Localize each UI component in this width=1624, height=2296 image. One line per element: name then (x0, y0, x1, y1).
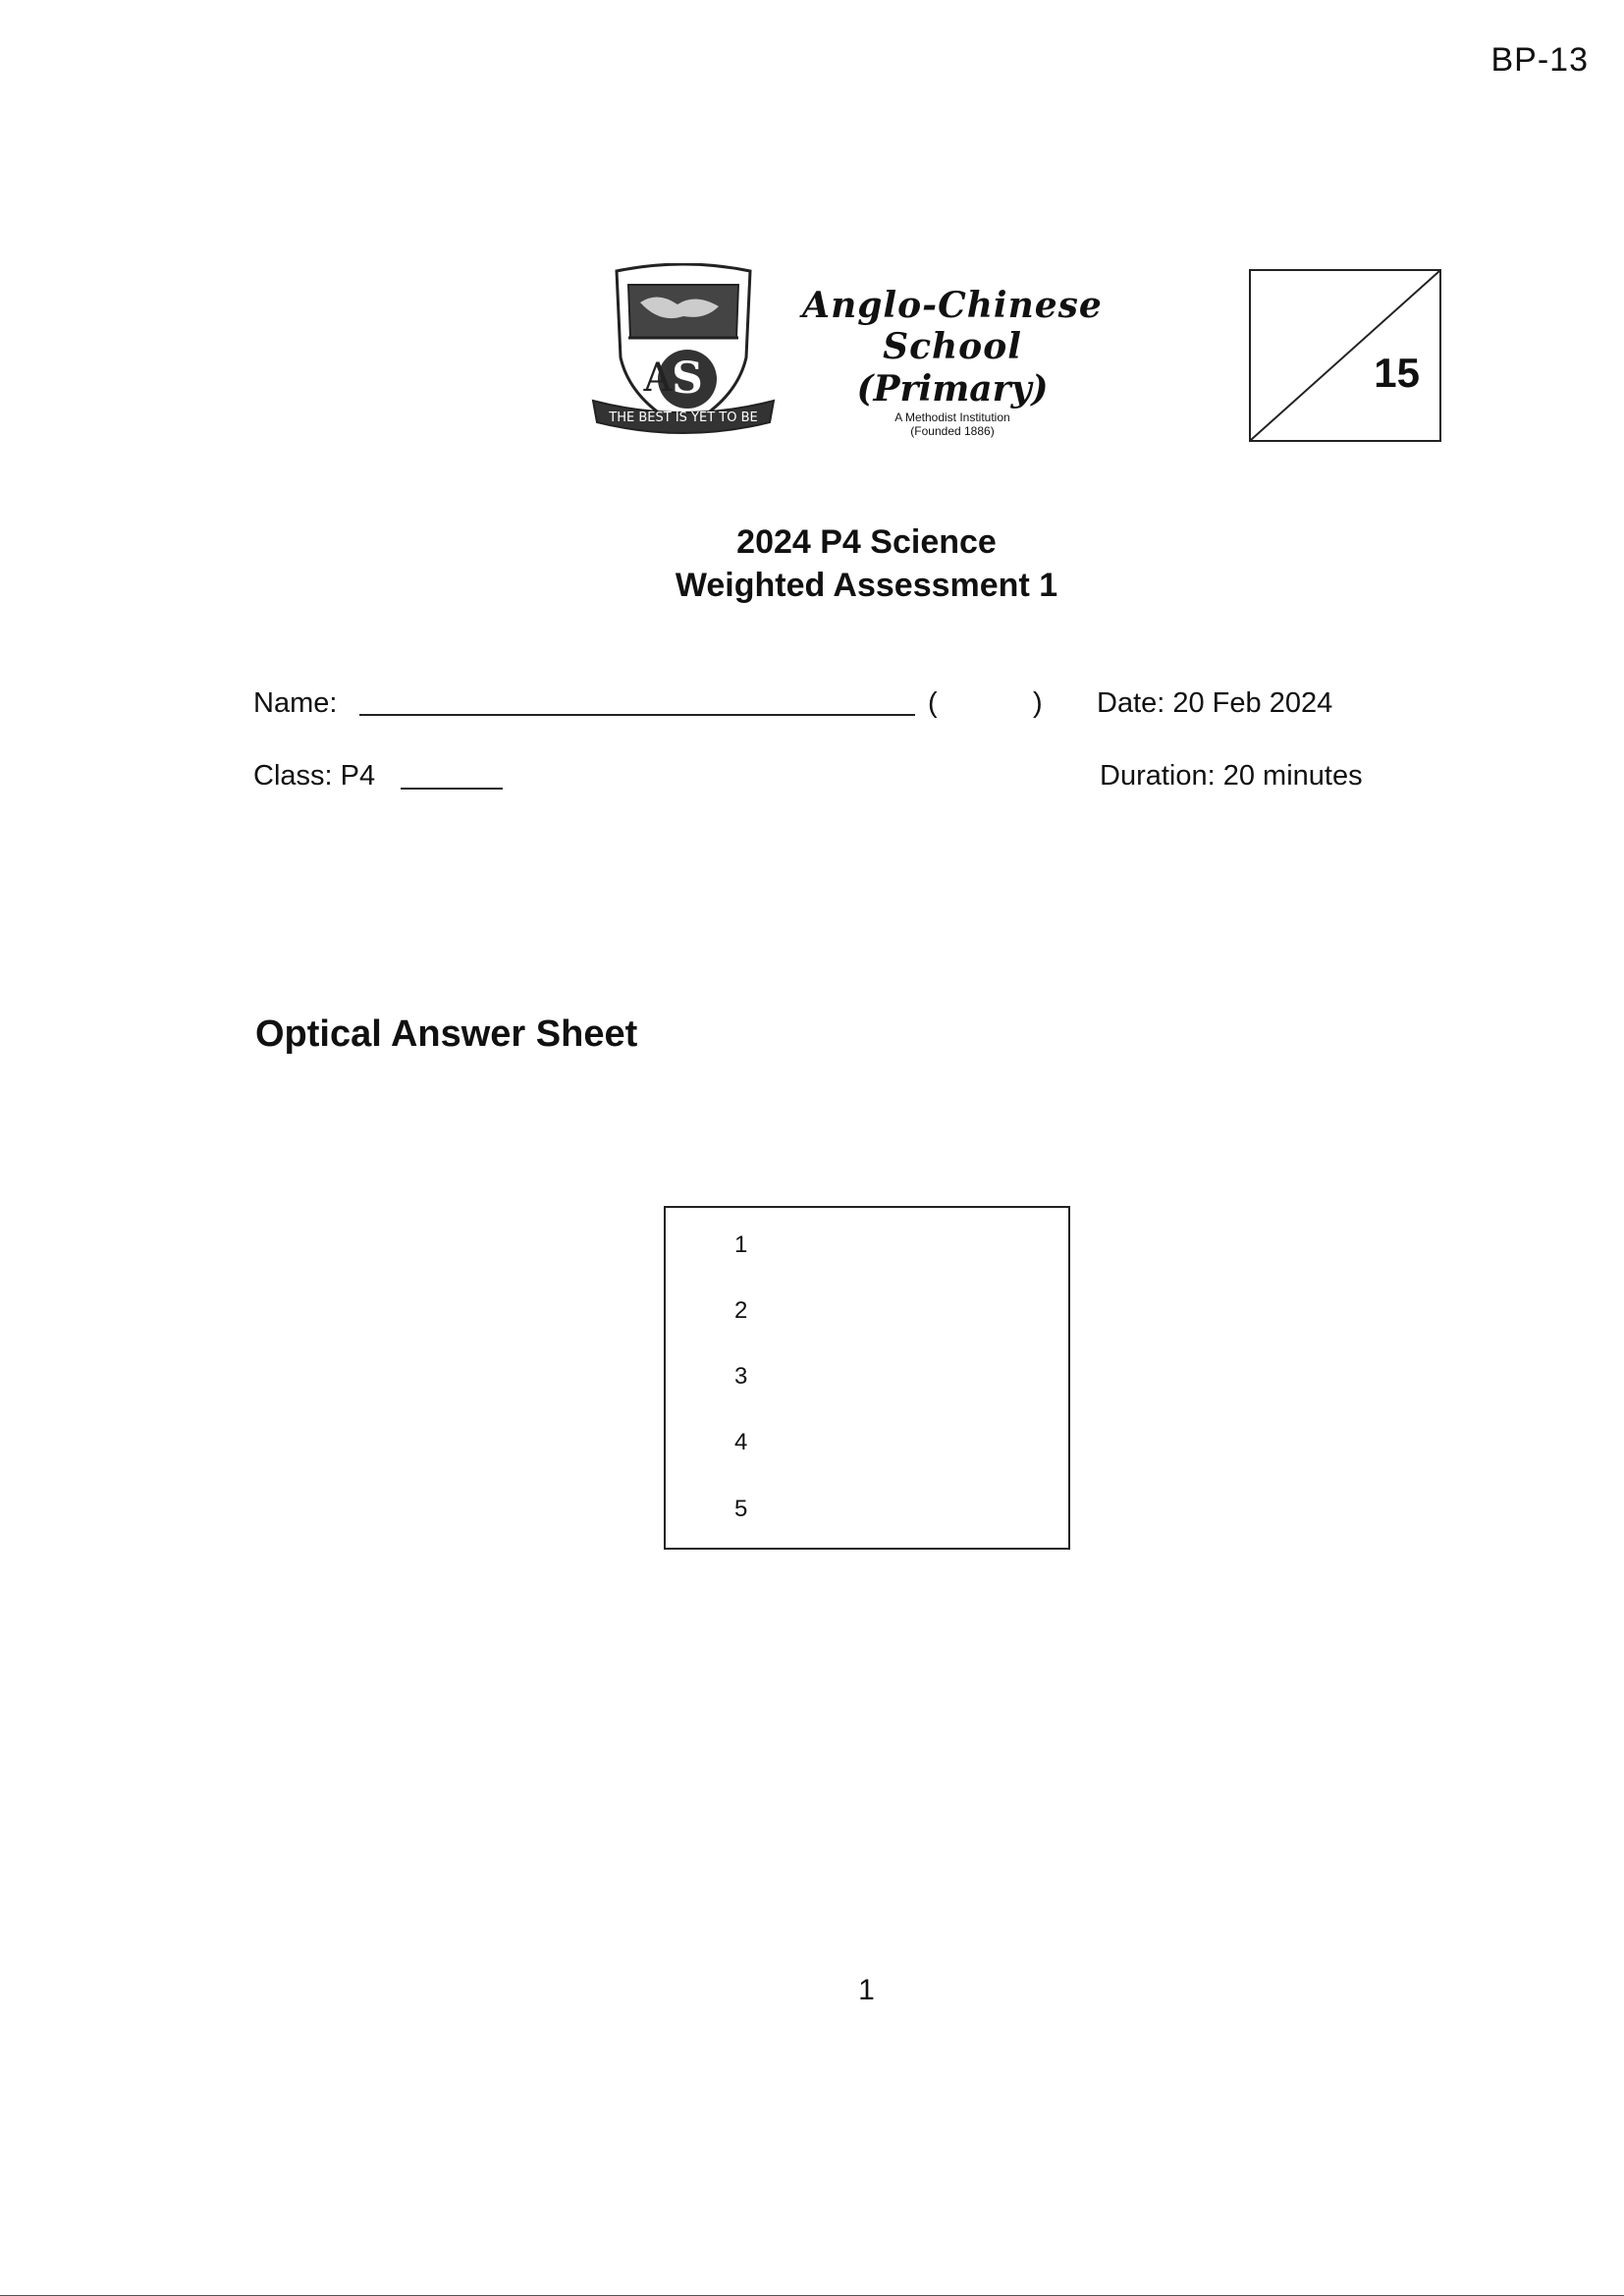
svg-text:S: S (672, 354, 703, 404)
score-diagonal (1251, 271, 1439, 440)
duration-label: Duration: 20 minutes (1100, 760, 1363, 792)
svg-text:A: A (643, 355, 674, 401)
answer-row: 5 (734, 1496, 748, 1522)
name-label: Name: (253, 687, 338, 719)
paper-title: 2024 P4 Science (736, 523, 997, 561)
answer-row: 4 (734, 1429, 748, 1455)
register-number-close: ) (1033, 687, 1043, 719)
score-value: 15 (1374, 350, 1420, 396)
page-code: BP-13 (1490, 41, 1589, 79)
paper-subtitle: Weighted Assessment 1 (675, 567, 1058, 604)
answer-row: 3 (734, 1363, 748, 1390)
register-number-open: ( (928, 687, 938, 719)
school-name: Anglo-Chinese School (802, 285, 1103, 367)
answer-row: 2 (734, 1297, 748, 1324)
optical-answer-box: 1 2 3 4 5 (664, 1206, 1070, 1550)
name-field[interactable] (359, 714, 915, 716)
svg-text:THE BEST IS YET TO BE: THE BEST IS YET TO BE (608, 410, 757, 425)
class-label: Class: P4 (253, 760, 376, 792)
school-level: (Primary) (856, 368, 1049, 410)
class-field[interactable] (401, 788, 503, 790)
crest-icon: S A THE BEST IS YET TO BE (591, 262, 776, 434)
school-founded: (Founded 1886) (910, 424, 995, 438)
page-number: 1 (858, 1974, 875, 2006)
school-name-block: Anglo-Chinese School (Primary) A Methodi… (756, 285, 1149, 438)
score-box: 15 (1249, 269, 1441, 442)
school-subtitle: A Methodist Institution (894, 410, 1010, 424)
date-label: Date: 20 Feb 2024 (1097, 687, 1333, 719)
school-crest-logo: S A THE BEST IS YET TO BE (589, 262, 778, 438)
answer-row: 1 (734, 1231, 748, 1258)
section-heading: Optical Answer Sheet (255, 1013, 638, 1055)
